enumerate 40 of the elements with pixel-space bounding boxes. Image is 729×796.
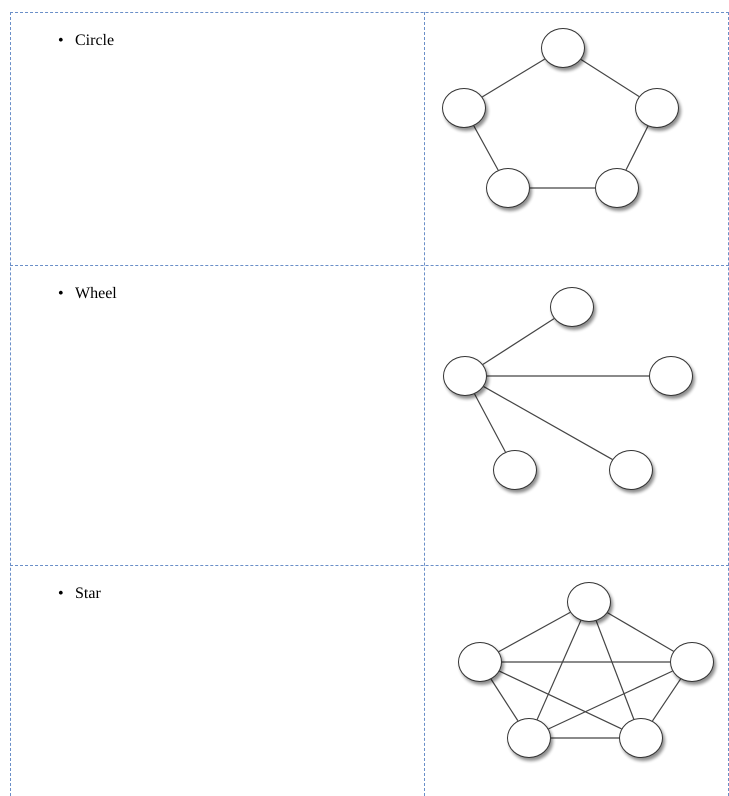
connector-line	[473, 126, 499, 170]
connector-line	[536, 620, 582, 720]
connector-line	[530, 187, 595, 189]
node-circle	[458, 642, 502, 682]
connector-line	[482, 318, 554, 365]
bullet-mark: •	[58, 585, 64, 603]
connector-line	[483, 386, 613, 460]
node-circle	[635, 88, 679, 128]
connector-line	[499, 670, 622, 730]
connector-line	[482, 58, 545, 98]
connector-line	[498, 612, 570, 652]
connector-line	[487, 375, 649, 377]
node-circle	[493, 450, 537, 490]
node-circle	[486, 168, 530, 208]
bullet-mark: •	[58, 32, 64, 50]
connector-line	[652, 678, 682, 722]
node-circle	[442, 88, 486, 128]
node-circle	[507, 718, 551, 758]
node-circle	[595, 168, 639, 208]
node-circle	[443, 356, 487, 396]
node-circle	[567, 582, 611, 622]
node-circle	[609, 450, 653, 490]
node-circle	[619, 718, 663, 758]
node-circle	[670, 642, 714, 682]
connector-line	[474, 394, 506, 452]
list-item-text: Circle	[75, 32, 114, 50]
node-circle	[541, 28, 585, 68]
connector-line	[596, 620, 634, 720]
connector-line	[607, 612, 674, 652]
connector-line	[490, 678, 518, 722]
node-circle	[550, 287, 594, 327]
connector-line	[626, 126, 648, 170]
list-item-text: Star	[75, 585, 101, 603]
connector-line	[502, 661, 670, 663]
connector-line	[551, 737, 619, 739]
bullet-mark: •	[58, 285, 64, 303]
connector-line	[548, 670, 673, 730]
list-item-text: Wheel	[75, 285, 117, 303]
node-circle	[649, 356, 693, 396]
connector-line	[580, 58, 640, 98]
